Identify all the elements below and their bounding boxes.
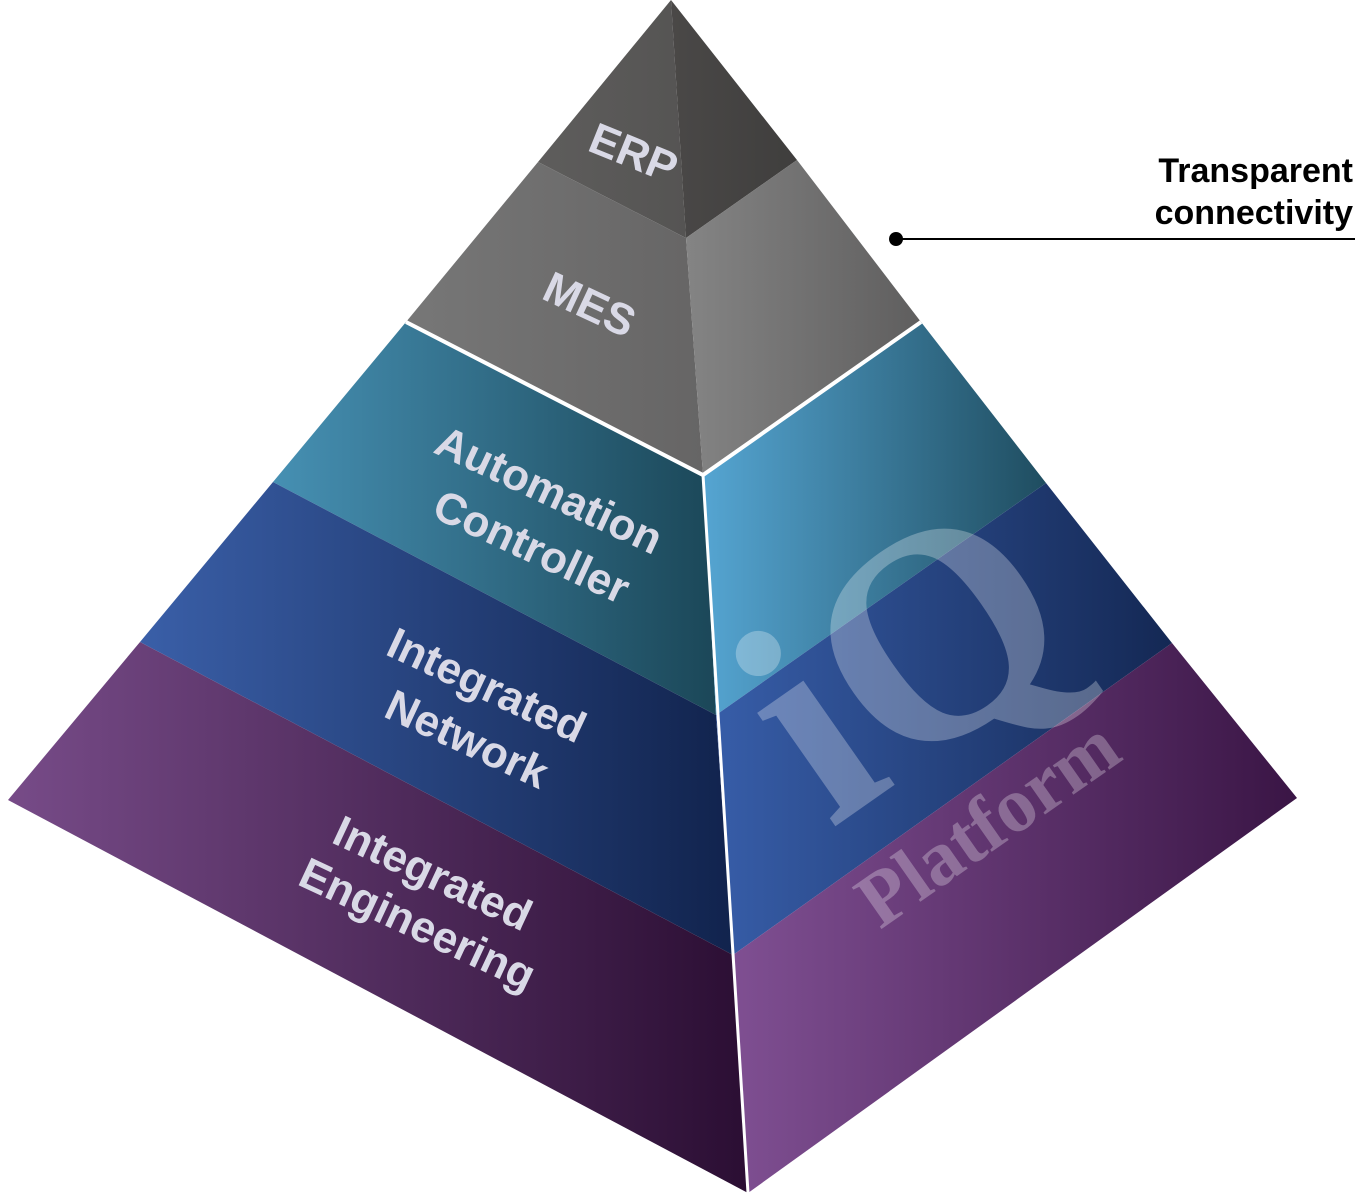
ridge-line — [701, 474, 750, 1194]
callout-line2: connectivity — [1154, 194, 1353, 232]
callout-text: Transparent connectivity — [1155, 150, 1353, 234]
layer-automation-controller — [273, 322, 1046, 715]
callout-line1: Transparent — [1158, 152, 1353, 190]
layer-integrated-engineering — [8, 642, 1297, 1193]
layer-mes — [406, 160, 921, 475]
layer-integrated-network — [140, 482, 1172, 955]
layer-erp — [538, 0, 797, 238]
